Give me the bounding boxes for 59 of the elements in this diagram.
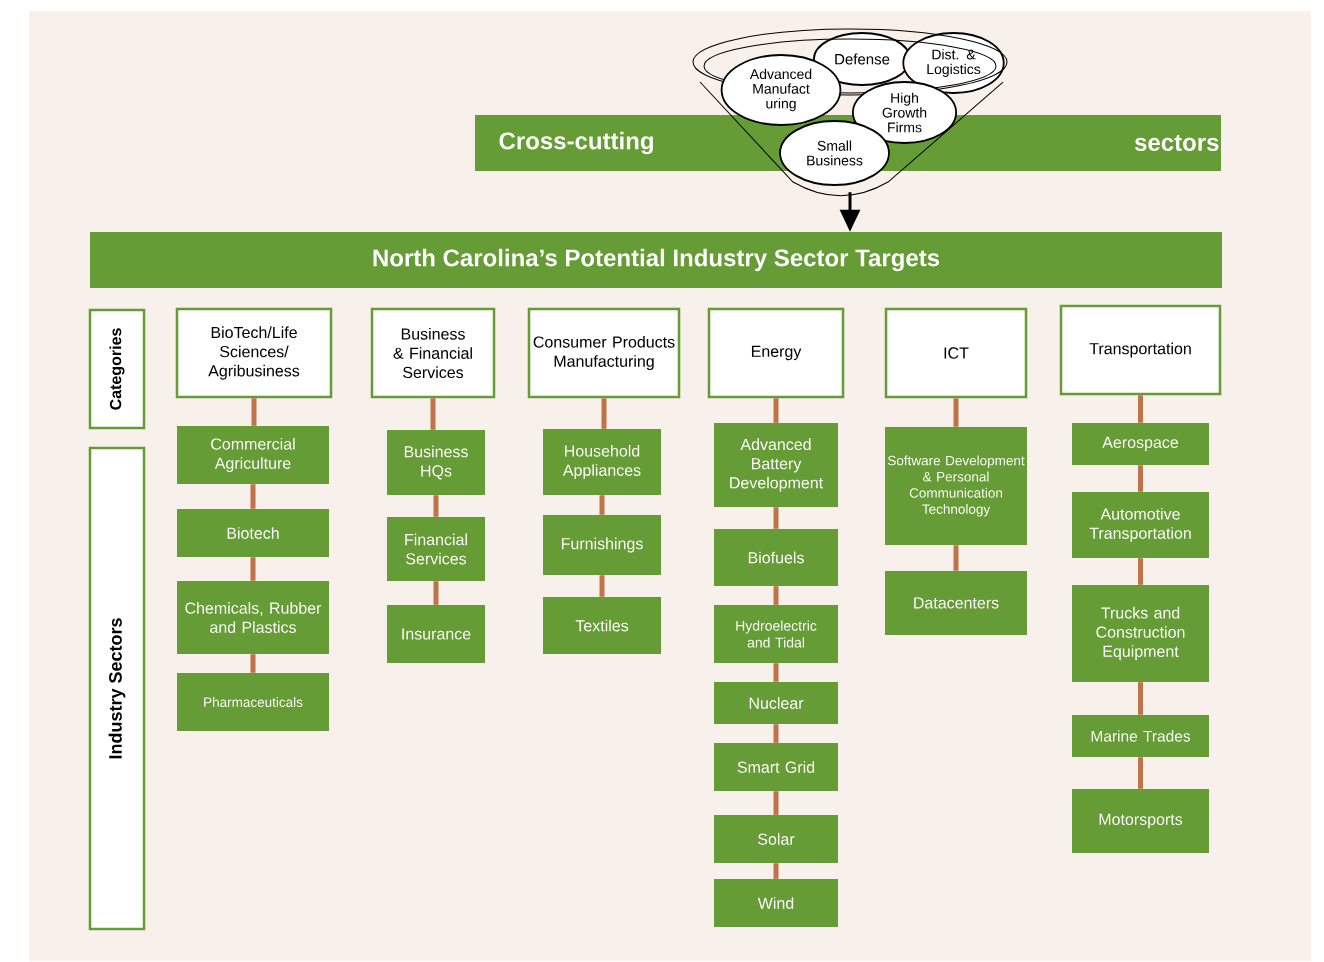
side-label-box: Categories [88,308,146,430]
sector-box: Business HQs [387,430,485,495]
connector-line [773,724,779,743]
connector-line [1138,682,1143,715]
sector-box: Textiles [543,597,661,654]
sector-box: Automotive Transportation [1072,492,1209,558]
connector-line [250,557,256,581]
banner-text: Cross-cutting [499,131,653,155]
connector-line [773,663,779,682]
sector-box: Household Appliances [543,429,661,495]
sector-box: Commercial Agriculture [177,426,329,484]
connector-line [1138,757,1143,789]
connector-line [953,545,959,571]
connector-line [433,495,439,517]
sector-box: Solar [714,815,838,863]
connector-line [773,586,779,605]
sector-box: Aerospace [1072,423,1209,465]
connector-line [250,654,256,673]
connector-line [773,507,779,529]
category-box: Business & Financial Services [370,307,496,399]
sector-box: Software Development & Personal Communication Technology [885,427,1027,545]
connector-line [430,398,436,430]
sector-box: Insurance [387,605,485,663]
category-box: Energy [707,307,845,399]
connector-line [1138,465,1143,492]
category-box: ICT [884,307,1028,399]
sector-box: Datacenters [885,571,1027,635]
sector-box: Chemicals, Rubber and Plastics [177,581,329,654]
connector-line [599,495,605,515]
connector-line [599,575,605,597]
category-box: Transportation [1059,304,1222,396]
category-box: BioTech/Life Sciences/ Agribusiness [175,307,333,399]
sector-box: Hydroelectric and Tidal [714,605,838,663]
connector-line [953,398,959,427]
sector-box: Marine Trades [1072,715,1209,757]
connector-line [773,398,779,423]
sector-box: Financial Services [387,517,485,581]
sector-box: Smart Grid [714,743,838,791]
connector-line [250,484,256,509]
sector-box: Biotech [177,509,329,557]
connector-line [1138,395,1143,423]
sector-box: Wind [714,879,838,927]
connector-line [433,581,439,605]
connector-line [601,398,607,429]
side-label-box: Industry Sectors [88,446,146,931]
sector-box: Trucks and Construction Equipment [1072,585,1209,682]
sector-box: Pharmaceuticals [177,673,329,731]
connector-line [1138,558,1143,585]
sector-box: Nuclear [714,682,838,724]
banner-text: sectors [1134,135,1219,151]
sector-box: Biofuels [714,529,838,586]
sector-box: Motorsports [1072,789,1209,853]
sector-box: Advanced Battery Development [714,423,838,507]
connector-line [773,791,779,815]
sector-box: Furnishings [543,515,661,575]
category-box: Consumer Products Manufacturing [527,307,681,399]
title-banner: North Carolina’s Potential Industry Sector Targets [90,232,1222,288]
connector-line [251,398,257,426]
connector-line [773,863,779,879]
